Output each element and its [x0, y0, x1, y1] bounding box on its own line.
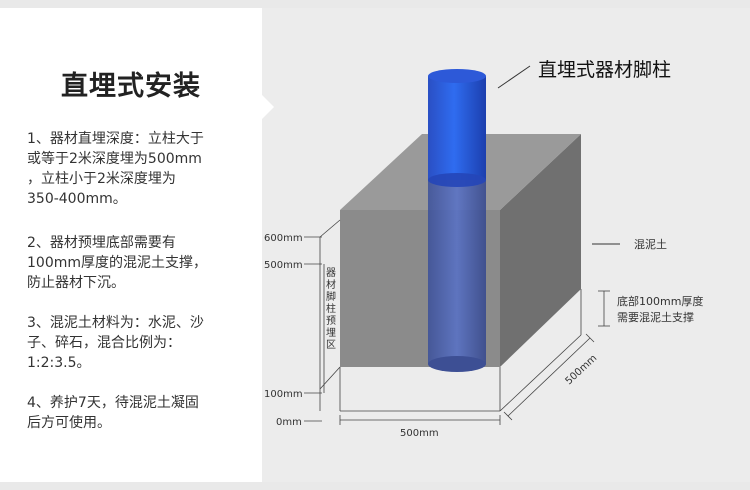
leader-lines	[497, 65, 620, 245]
panel-pointer	[262, 95, 274, 119]
concrete-side-face	[500, 134, 581, 367]
dimension-lines	[304, 219, 610, 425]
instruction-step-4: 4、养护7天，待混泥土凝固 后方可使用。	[27, 395, 199, 431]
zone-char: 区	[326, 339, 336, 351]
dim-width-500mm: 500mm	[400, 428, 439, 439]
pole-body	[428, 76, 486, 180]
pole-buried-section	[428, 178, 486, 364]
base-outline	[319, 289, 582, 412]
pole-ground-edge	[428, 173, 486, 187]
zone-char: 材	[326, 278, 336, 291]
zone-char: 器	[326, 267, 336, 279]
zone-char: 预	[326, 315, 336, 327]
base-support-label-line2: 需要混泥土支撑	[617, 310, 694, 324]
instruction-panel	[0, 8, 262, 482]
zone-char: 埋	[326, 327, 336, 339]
instruction-step-2: 2、器材预埋底部需要有 100mm厚度的混泥土支撑， 防止器材下沉。	[27, 235, 207, 291]
pole-bottom-end	[428, 356, 486, 372]
dim-100mm: 100mm	[264, 389, 303, 400]
dim-600mm: 600mm	[264, 233, 303, 244]
dim-0mm: 0mm	[276, 417, 302, 428]
installation-diagram: 直埋式器材脚柱 混泥土 底部100mm厚度 需要混泥土支撑 600mm 500m…	[264, 59, 703, 439]
instruction-step-3: 3、混泥土材料为：水泥、沙 子、碎石，混合比例为： 1:2:3.5。	[27, 315, 204, 371]
zone-char: 脚	[326, 290, 336, 303]
buried-zone-label: 器 材 脚 柱 预 埋 区	[326, 267, 336, 351]
base-support-label-line1: 底部100mm厚度	[617, 294, 703, 308]
pole-label: 直埋式器材脚柱	[538, 59, 671, 81]
pole-top-cap	[428, 69, 486, 83]
dim-500mm: 500mm	[264, 260, 303, 271]
zone-char: 柱	[326, 302, 336, 315]
concrete-label: 混泥土	[634, 238, 667, 251]
instruction-step-1: 1、器材直埋深度：立柱大于 或等于2米深度埋为500mm ，立柱小于2米深度埋为…	[27, 131, 204, 207]
page-title: 直埋式安装	[61, 71, 201, 102]
